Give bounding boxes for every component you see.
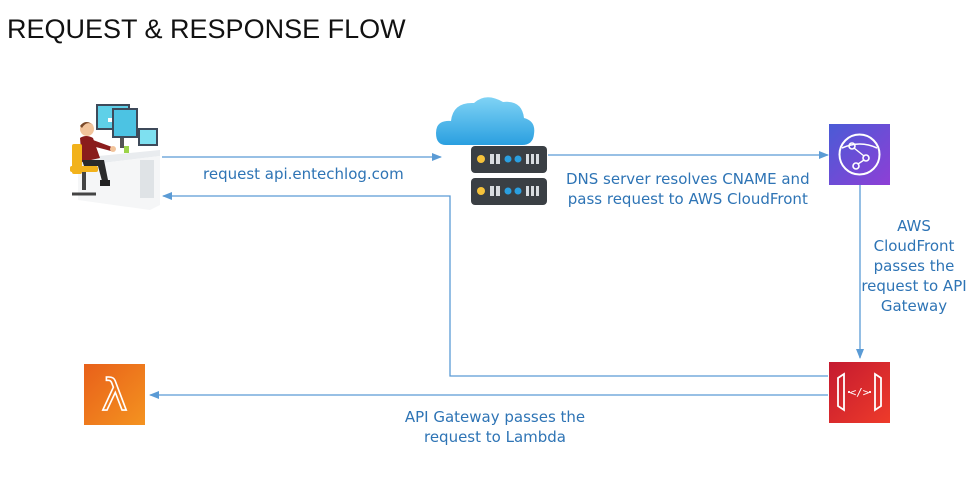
user-at-computer-icon <box>70 104 160 210</box>
aws-api-gateway-icon: </> <box>829 362 890 423</box>
label-gateway-to-lambda: API Gateway passes the request to Lambda <box>404 408 586 446</box>
api-gateway-glyph: </> <box>850 386 870 399</box>
arrow-response-to-user <box>162 192 828 377</box>
label-cloudfront-passes: AWS CloudFront passes the request to API… <box>861 217 967 315</box>
lambda-glyph: λ <box>101 370 127 421</box>
cloud-server-icon <box>436 97 547 205</box>
aws-lambda-icon: λ <box>84 364 145 425</box>
page-title: REQUEST & RESPONSE FLOW <box>7 14 406 44</box>
label-dns-resolves: DNS server resolves CNAME and pass reque… <box>566 170 810 208</box>
label-request: request api.entechlog.com <box>203 165 404 183</box>
aws-cloudfront-icon <box>829 124 890 185</box>
arrows <box>149 151 864 399</box>
